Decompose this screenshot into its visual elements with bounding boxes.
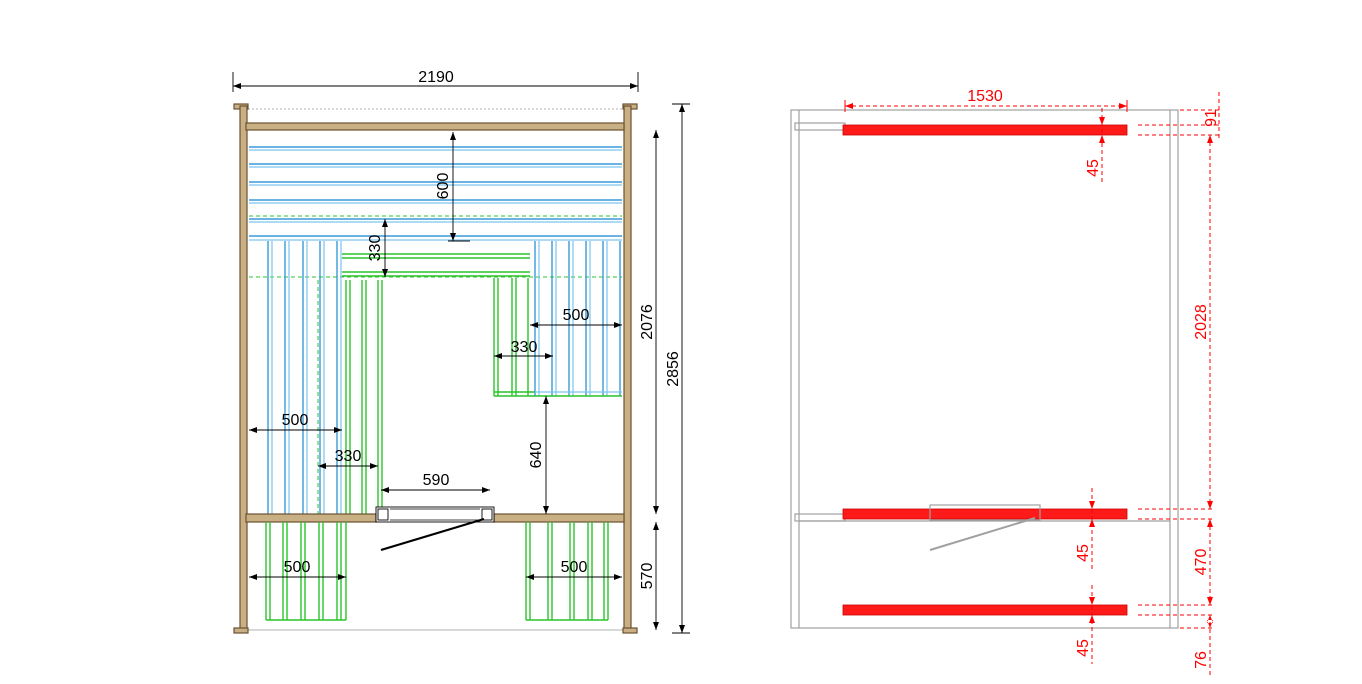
dim-lower-right-width-label: 500 (561, 559, 588, 576)
dim-left-step-width: 330 (318, 448, 378, 469)
top-beam (245, 122, 625, 131)
dim-bench-length: 1530 (844, 88, 1128, 112)
floor-beam-left (245, 513, 377, 523)
floor-beam-right (493, 513, 625, 523)
dim-mid-height: 2028 (1193, 135, 1213, 509)
dim-lower-height-label: 570 (639, 563, 656, 590)
dim-bench-length-label: 1530 (967, 88, 1003, 105)
side-top-bench (842, 124, 1128, 136)
dim-right-bench-width: 500 (530, 307, 622, 328)
right-bench-slats (493, 241, 622, 397)
dim-total-width-label: 2190 (418, 69, 454, 86)
dim-top-bench-thickness-label: 45 (1085, 159, 1102, 177)
side-bottom-bench (842, 604, 1128, 616)
dim-right-step-width-label: 330 (511, 339, 538, 356)
dim-top-step-height-label: 330 (367, 235, 384, 262)
dim-right-step-width: 330 (494, 339, 553, 359)
dim-right-bench-width-label: 500 (563, 307, 590, 324)
right-post-cap-bottom (622, 627, 638, 634)
lower-right-slats (525, 522, 609, 621)
dim-lower-spacing-label: 470 (1193, 549, 1210, 576)
dim-left-step-width-label: 330 (335, 448, 362, 465)
dim-inner-height-label: 2076 (639, 304, 656, 340)
dim-lower-left-width: 500 (249, 559, 346, 580)
dim-top-bench-thickness: 45 (1085, 108, 1105, 185)
side-view: 1530 45 45 45 (790, 88, 1222, 676)
dim-total-width: 2190 (232, 69, 639, 92)
front-view: 2190 (232, 69, 690, 634)
top-bench-slats (249, 146, 622, 241)
dim-lower-spacing: 470 (1193, 519, 1213, 605)
dim-left-bench-width: 500 (249, 412, 342, 433)
dim-door-width-label: 590 (423, 472, 450, 489)
side-door (929, 504, 1041, 551)
dim-lower-left-width-label: 500 (284, 559, 311, 576)
dim-bottom-offset: 76 (1193, 615, 1213, 676)
dim-mid-height-label: 2028 (1193, 304, 1210, 340)
dim-mid-bench-thickness-label: 45 (1075, 544, 1092, 562)
dim-left-bench-width-label: 500 (282, 412, 309, 429)
dim-total-height: 2856 (665, 103, 690, 634)
door (375, 506, 495, 552)
dim-inner-height: 2076 (639, 130, 659, 514)
top-step-boards (249, 253, 622, 278)
right-post (623, 105, 632, 633)
dim-bench-height-label: 640 (528, 442, 545, 469)
side-mid-bench (842, 508, 1128, 520)
dim-lower-height: 570 (639, 522, 659, 630)
lower-left-slats (265, 522, 347, 621)
dim-door-width: 590 (381, 472, 490, 493)
dim-top-offset-label: 91 (1203, 109, 1220, 127)
dim-top-offset: 91 (1203, 92, 1220, 140)
left-post-cap-bottom (233, 627, 249, 634)
dim-bench-height: 640 (528, 396, 549, 514)
dim-top-bench-depth-label: 600 (435, 173, 452, 200)
side-frame (790, 109, 1179, 629)
dim-top-step-height: 330 (367, 219, 388, 277)
dim-mid-bench-thickness: 45 (1075, 488, 1095, 570)
left-post (239, 105, 248, 633)
dim-top-bench-depth: 600 (435, 132, 470, 242)
left-bench-slats (267, 241, 383, 514)
dim-bottom-offset-label: 76 (1193, 651, 1210, 669)
dim-total-height-label: 2856 (665, 351, 682, 387)
dim-lower-right-width: 500 (526, 559, 622, 580)
dim-bottom-bench-thickness-label: 45 (1075, 639, 1092, 657)
dim-bottom-bench-thickness: 45 (1075, 585, 1095, 664)
